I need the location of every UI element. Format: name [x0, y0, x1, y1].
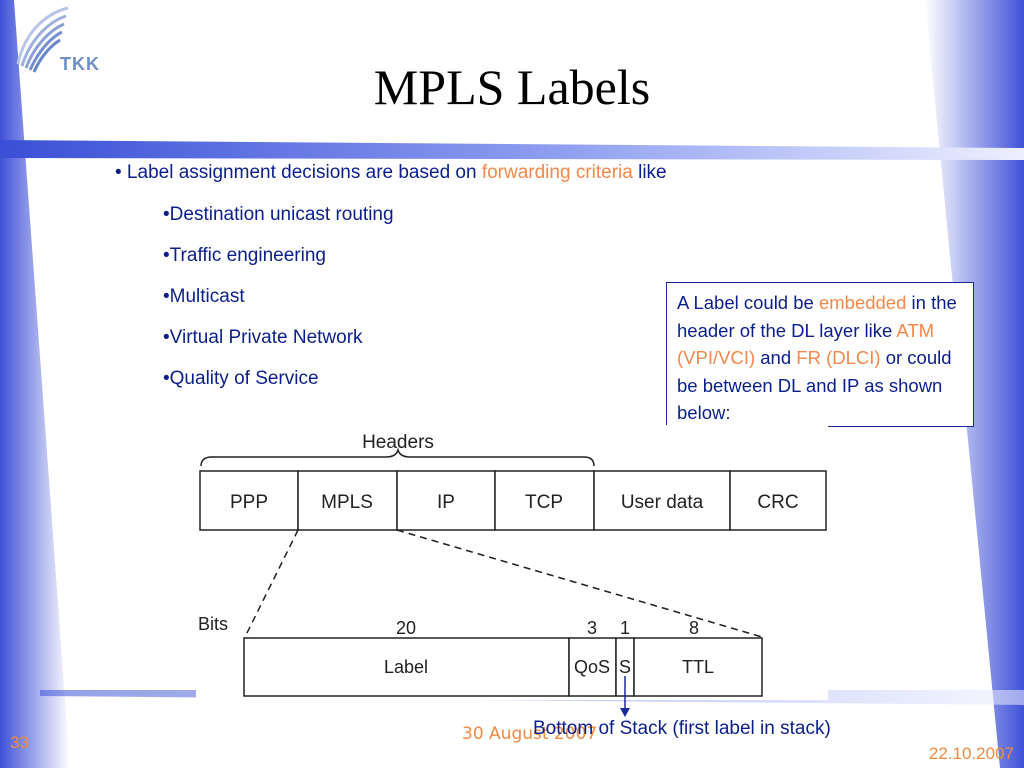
- note-text-3: and: [755, 347, 797, 368]
- note-highlight-fr: FR (DLCI): [796, 347, 881, 368]
- sub-bullet-traffic: •Traffic engineering: [163, 245, 326, 266]
- main-bullet-suffix: like: [632, 162, 667, 183]
- note-highlight-atm: ATM (VPI/VCI): [677, 319, 935, 369]
- footer-center-date: 30 August 2007: [462, 724, 598, 744]
- sub-bullet-multicast: •Multicast: [163, 286, 245, 307]
- note-highlight-embedded: embedded: [818, 292, 907, 313]
- label-box-label: [243, 637, 570, 697]
- expand-line-left: [244, 529, 299, 638]
- forwarding-criteria-highlight: forwarding criteria: [481, 162, 633, 183]
- header-field-ppp: PPP: [230, 492, 268, 513]
- headers-label: Headers: [362, 432, 434, 453]
- main-bullet-text: • Label assignment decisions are based o…: [115, 162, 482, 183]
- tkk-logo: [16, 6, 69, 73]
- headers-brace: [200, 447, 595, 467]
- header-field-mpls: MPLS: [321, 492, 373, 513]
- expand-line-right: [396, 529, 763, 638]
- header-box-mpls: [297, 470, 398, 531]
- bit-count-s: 1: [620, 618, 630, 638]
- bit-count-label: 20: [396, 618, 416, 638]
- label-field-label: Label: [384, 657, 428, 677]
- slide-number: 33: [10, 733, 29, 752]
- bottom-of-stack-caption: Bottom of Stack (first label in stack): [533, 718, 831, 739]
- bit-count-qos: 3: [587, 618, 597, 638]
- bits-label: Bits: [198, 614, 228, 634]
- label-box-ttl: [633, 637, 763, 697]
- header-field-crc: CRC: [757, 492, 798, 513]
- footer-date: 22.10.2007: [928, 744, 1014, 763]
- header-field-ip: IP: [437, 492, 455, 513]
- header-box-userdata: [593, 470, 731, 531]
- label-field-qos: QoS: [574, 657, 610, 677]
- note-text-1: A Label could be: [677, 292, 819, 313]
- bit-count-ttl: 8: [689, 618, 699, 638]
- header-field-tcp: TCP: [525, 492, 563, 513]
- sub-bullet-qos: •Quality of Service: [163, 368, 319, 389]
- sub-bullet-vpn: •Virtual Private Network: [163, 327, 363, 348]
- label-field-s: S: [619, 657, 631, 677]
- header-field-userdata: User data: [621, 492, 704, 513]
- header-box-tcp: [494, 470, 595, 531]
- main-bullet: • Label assignment decisions are based o…: [115, 162, 667, 184]
- slide-title: MPLS Labels: [373, 59, 651, 115]
- arrow-head-icon: [620, 708, 630, 717]
- note-box: A Label could be embedded in the header …: [666, 282, 974, 427]
- header-box-crc: [729, 470, 827, 531]
- note-text-2: in the header of the DL layer like: [677, 292, 957, 341]
- label-box-qos: [568, 637, 617, 697]
- label-field-ttl: TTL: [682, 657, 714, 677]
- sub-bullet-destination: •Destination unicast routing: [163, 204, 394, 225]
- logo-text: TKK: [60, 54, 100, 74]
- note-text-4: or could be between DL and IP as shown b…: [677, 347, 952, 423]
